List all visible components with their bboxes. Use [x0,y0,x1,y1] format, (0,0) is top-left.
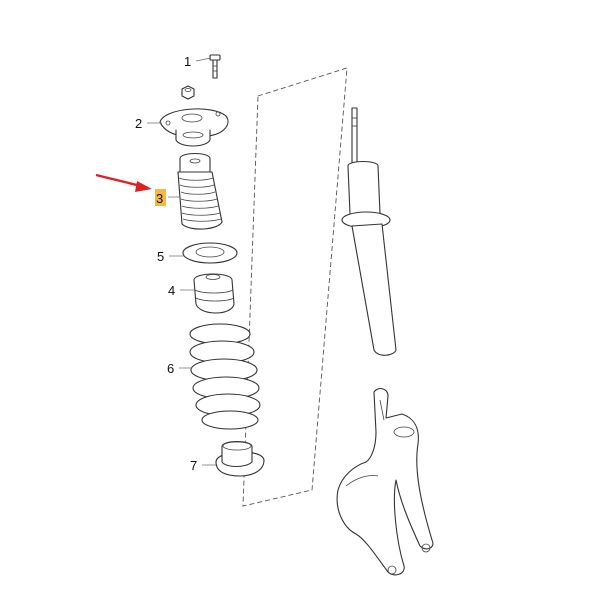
label-part-4: 4 [168,283,175,298]
label-part-2: 2 [135,116,142,131]
part-6-coil-spring [189,323,261,430]
steering-knuckle [336,387,434,576]
part-2-nut [181,85,195,100]
part-1-bolt [209,54,221,79]
part-5-spring-isolator [182,242,238,264]
part-4-bump-stop [193,273,235,314]
leader-1 [195,57,212,62]
label-part-3: 3 [156,191,163,206]
part-2-top-mount [159,108,229,147]
part-7-lower-spring-seat [215,440,265,477]
assembly-guide-dashed [242,67,348,507]
label-part-6: 6 [167,361,174,376]
label-part-5: 5 [157,249,164,264]
red-arrow-icon [95,173,152,192]
label-part-1: 1 [184,54,191,69]
part-3-dust-boot [177,152,223,230]
highlight-3 [155,189,166,206]
shock-absorber [341,107,397,356]
label-part-7: 7 [190,458,197,473]
